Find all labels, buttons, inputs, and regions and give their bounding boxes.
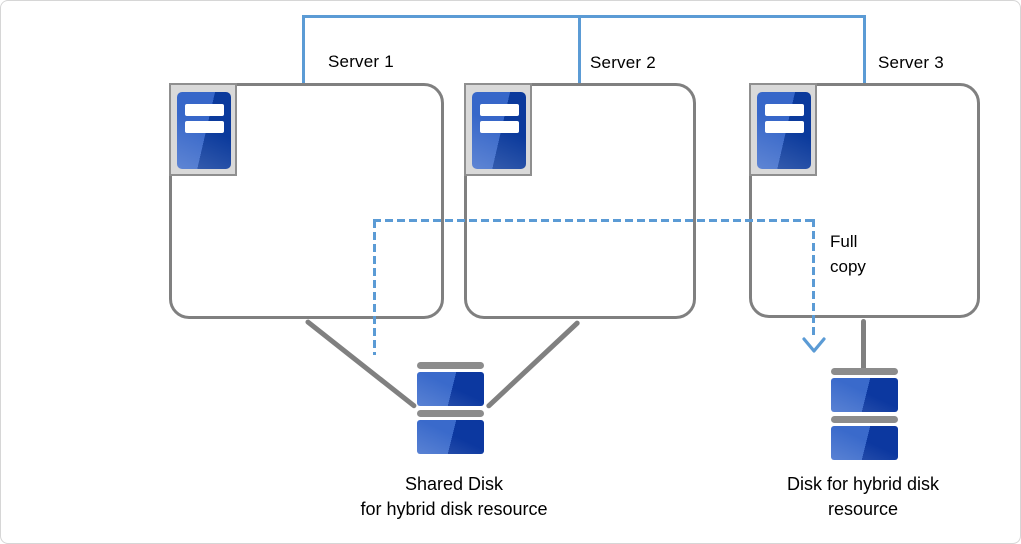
server-icon-slot <box>765 121 804 133</box>
server-icon-slot <box>480 104 519 116</box>
full-copy-dashed-horizontal <box>373 219 814 222</box>
server-1-disk-line <box>304 318 418 410</box>
server-icon <box>169 83 237 176</box>
server-icon <box>464 83 532 176</box>
arrow-down-icon <box>802 337 826 353</box>
standby-disk-caption-line1: Disk for hybrid disk <box>786 474 940 494</box>
shared-disk-icon <box>417 362 484 454</box>
full-copy-dashed-vertical-right <box>812 219 815 339</box>
server-icon-slot <box>480 121 519 133</box>
shared-disk-caption-line1: Shared Disk <box>404 474 504 494</box>
disk-body <box>417 372 484 406</box>
disk-cap <box>417 410 484 417</box>
interconnect-drop-server-1 <box>302 15 305 83</box>
disk-cap <box>831 368 898 375</box>
server-2-disk-line <box>485 319 581 410</box>
server-icon-slot <box>185 104 224 116</box>
server-3-disk-line <box>861 319 866 371</box>
disk-cap <box>831 416 898 423</box>
interconnect-drop-server-2 <box>578 15 581 83</box>
shared-disk-caption-line2: for hybrid disk resource <box>360 499 548 519</box>
server-3-label: Server 3 <box>878 53 944 72</box>
disk-cap <box>417 362 484 369</box>
disk-body <box>417 420 484 454</box>
standby-disk-icon <box>831 368 898 460</box>
server-icon-panel <box>757 92 811 169</box>
server-icon-panel <box>177 92 231 169</box>
full-copy-dashed-vertical-left <box>373 220 376 355</box>
standby-disk-caption: Disk for hybrid disk resource <box>753 472 973 522</box>
interconnect-line-horizontal <box>302 15 866 18</box>
server-icon-slot <box>765 104 804 116</box>
server-2-label: Server 2 <box>590 53 656 72</box>
server-icon <box>749 83 817 176</box>
server-icon-slot <box>185 121 224 133</box>
interconnect-drop-server-3 <box>863 15 866 83</box>
standby-disk-caption-line2: resource <box>827 499 899 519</box>
disk-body <box>831 426 898 460</box>
server-icon-panel <box>472 92 526 169</box>
full-copy-label: Full copy <box>830 232 866 276</box>
server-1-label: Server 1 <box>328 52 394 71</box>
disk-body <box>831 378 898 412</box>
shared-disk-caption: Shared Disk for hybrid disk resource <box>329 472 579 522</box>
